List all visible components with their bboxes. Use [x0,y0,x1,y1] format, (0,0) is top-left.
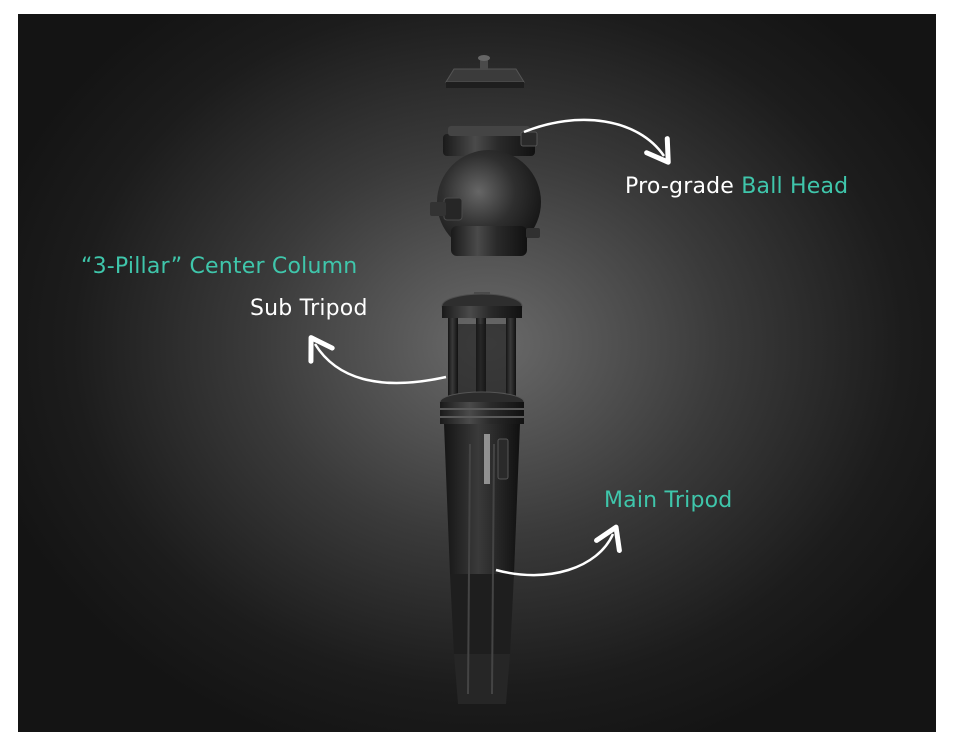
ball-head-label-prefix: Pro-grade [625,174,742,199]
quick-release-plate [445,55,525,88]
tripod-illustration [308,55,671,704]
main-tripod-arrow [495,524,622,577]
ball-head-arrow [523,118,671,165]
sub-tripod-label: Sub Tripod [250,296,368,321]
ball-head-label-accent: Ball Head [741,174,849,199]
sub-tripod-arrow [308,335,447,385]
ball-head-label: Pro-grade Ball Head [625,174,848,199]
ball-head [430,126,541,256]
center-column [439,292,525,424]
main-tripod [444,424,520,704]
product-image: Pro-grade Ball Head “3-Pillar” Center Co… [18,14,936,732]
main-tripod-label: Main Tripod [604,488,733,513]
center-column-label: “3-Pillar” Center Column [81,254,358,279]
